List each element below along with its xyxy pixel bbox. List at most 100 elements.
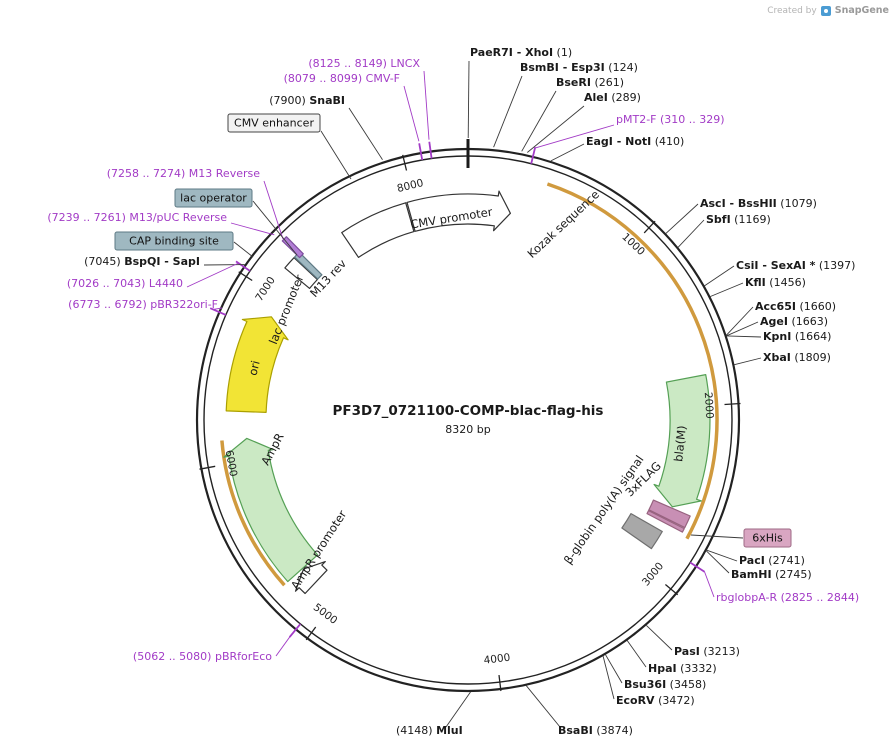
callout-box-cmv-enhancer[interactable] <box>227 113 321 133</box>
plasmid-size-label: 8320 bp <box>445 423 490 436</box>
tick-label: 6000 <box>223 449 240 477</box>
primer-tick <box>689 561 705 573</box>
leader-line <box>275 636 291 657</box>
leader-line <box>710 282 744 297</box>
callout-box-lac-operator[interactable] <box>174 188 253 208</box>
feature-cmv-promoter[interactable] <box>406 190 511 232</box>
tick-mark <box>724 402 741 406</box>
callout-label-cap-binding-site: CAP binding site <box>129 235 219 248</box>
leader-line <box>706 549 738 562</box>
leader-line <box>626 640 647 668</box>
leader-line <box>646 625 673 651</box>
feature-ampr[interactable] <box>223 437 319 583</box>
callout-box-6xhis[interactable] <box>743 528 792 548</box>
feature-3xflag[interactable] <box>648 499 691 529</box>
leader-line <box>602 655 615 700</box>
primer-tick <box>530 146 537 164</box>
primer-label-8125-8149-lncx: (8125 .. 8149) LNCX <box>308 57 420 70</box>
leader-line <box>230 222 275 236</box>
site-label-paer7i-xhoi-1: PaeR7I - XhoI (1) <box>470 46 572 59</box>
leader-line <box>726 306 754 336</box>
leader-line <box>212 307 223 310</box>
tick-label: 1000 <box>619 231 647 258</box>
feature-m13-rev[interactable] <box>281 236 304 259</box>
site-label-hpai-3332: HpaI (3332) <box>648 662 717 675</box>
site-label-sbfi-1169: SbfI (1169) <box>706 213 771 226</box>
callout-label-lac-operator: lac operator <box>180 192 247 205</box>
site-label-4148-mlui: (4148) MluI <box>396 724 463 737</box>
leader-line <box>252 200 298 256</box>
watermark: Created by SnapGene <box>767 5 889 16</box>
tick-label: 4000 <box>483 652 511 667</box>
feature-orf-line[interactable] <box>546 182 719 540</box>
leader-line <box>665 203 699 234</box>
leader-line <box>348 107 383 160</box>
feature-lac-operator[interactable] <box>293 251 323 280</box>
tick-label: 5000 <box>311 601 340 626</box>
site-label-bsmbi-esp3i-124: BsmBI - Esp3I (124) <box>520 61 638 74</box>
leader-line <box>704 571 715 598</box>
backbone-inner-circle <box>203 155 733 685</box>
leader-line <box>423 70 430 140</box>
tick-mark <box>498 675 502 692</box>
leader-line <box>521 90 557 152</box>
leader-line <box>467 60 470 139</box>
site-label-csii-sexai-1397: CsiI - SexAI * (1397) <box>736 259 855 272</box>
callout-label-6xhis: 6xHis <box>752 532 783 545</box>
site-label-7045-bspqi-sapi: (7045) BspQI - SapI <box>84 255 200 268</box>
primer-label-rbglobpa-r-2825-2844: rbglobpA-R (2825 .. 2844) <box>716 591 859 604</box>
callout-box-cap-binding-site[interactable] <box>114 231 234 251</box>
site-label-kfli-1456: KflI (1456) <box>745 276 806 289</box>
site-label-bseri-261: BseRI (261) <box>556 76 624 89</box>
leader-line <box>233 241 254 258</box>
site-label-acc65i-1660: Acc65I (1660) <box>755 300 836 313</box>
leader-line <box>527 105 585 153</box>
tick-mark <box>402 154 408 171</box>
feature-ori[interactable] <box>225 316 289 413</box>
feature-cmv-enhancer[interactable] <box>341 202 415 258</box>
leader-line <box>263 180 284 239</box>
feature-lac-promoter[interactable] <box>284 257 318 289</box>
site-label-bsabi-3874: BsaBI (3874) <box>558 724 633 737</box>
tick-label: 7000 <box>253 275 278 304</box>
watermark-brand-text: SnapGene <box>834 5 889 16</box>
site-label-eagi-noti-410: EagI - NotI (410) <box>586 135 684 148</box>
feature-label-bla-m: bla(M) <box>671 425 689 463</box>
site-label-xbai-1809: XbaI (1809) <box>763 351 831 364</box>
site-label-kpni-1664: KpnI (1664) <box>763 330 831 343</box>
leader-line <box>706 550 730 574</box>
primer-label-6773-6792-pbr322ori-f: (6773 .. 6792) pBR322ori-F <box>68 298 218 311</box>
site-label-alei-289: AleI (289) <box>584 91 641 104</box>
feature-ampr-orf-line[interactable] <box>220 440 286 587</box>
feature-6xhis[interactable] <box>646 510 685 533</box>
primer-tick <box>209 307 227 316</box>
leader-line <box>734 357 762 366</box>
feature-label-globin-poly-a-signal: β-globin poly(A) signal <box>561 453 647 567</box>
feature-bla-m[interactable] <box>653 374 711 508</box>
leader-line <box>445 691 471 728</box>
primer-label-7258-7274-m13-reverse: (7258 .. 7274) M13 Reverse <box>107 167 260 180</box>
site-label-bsu36i-3458: Bsu36I (3458) <box>624 678 706 691</box>
leader-line <box>726 321 759 337</box>
tick-mark <box>643 220 656 234</box>
tick-label: 2000 <box>702 392 716 419</box>
feature-label-kozak-sequence: Kozak sequence <box>525 187 602 261</box>
tick-mark <box>199 465 216 470</box>
tick-mark <box>664 584 679 596</box>
leader-line <box>493 75 523 148</box>
backbone-outer-circle <box>195 147 741 693</box>
primer-tick <box>288 623 302 638</box>
site-label-agei-1663: AgeI (1663) <box>760 315 828 328</box>
leader-line <box>320 130 352 180</box>
feature-beta-globin-polya-signal[interactable] <box>621 513 663 550</box>
site-label-bamhi-2745: BamHI (2745) <box>731 568 812 581</box>
leader-line <box>525 685 561 728</box>
leader-line <box>677 219 705 248</box>
site-label-pasi-3213: PasI (3213) <box>674 645 740 658</box>
site-label-ecorv-3472: EcoRV (3472) <box>616 694 695 707</box>
feature-ampr-promoter[interactable] <box>294 561 328 595</box>
site-label-asci-bsshii-1079: AscI - BssHII (1079) <box>700 197 817 210</box>
leader-line <box>534 124 615 149</box>
primer-label-7239-7261-m13-puc-reverse: (7239 .. 7261) M13/pUC Reverse <box>47 211 227 224</box>
